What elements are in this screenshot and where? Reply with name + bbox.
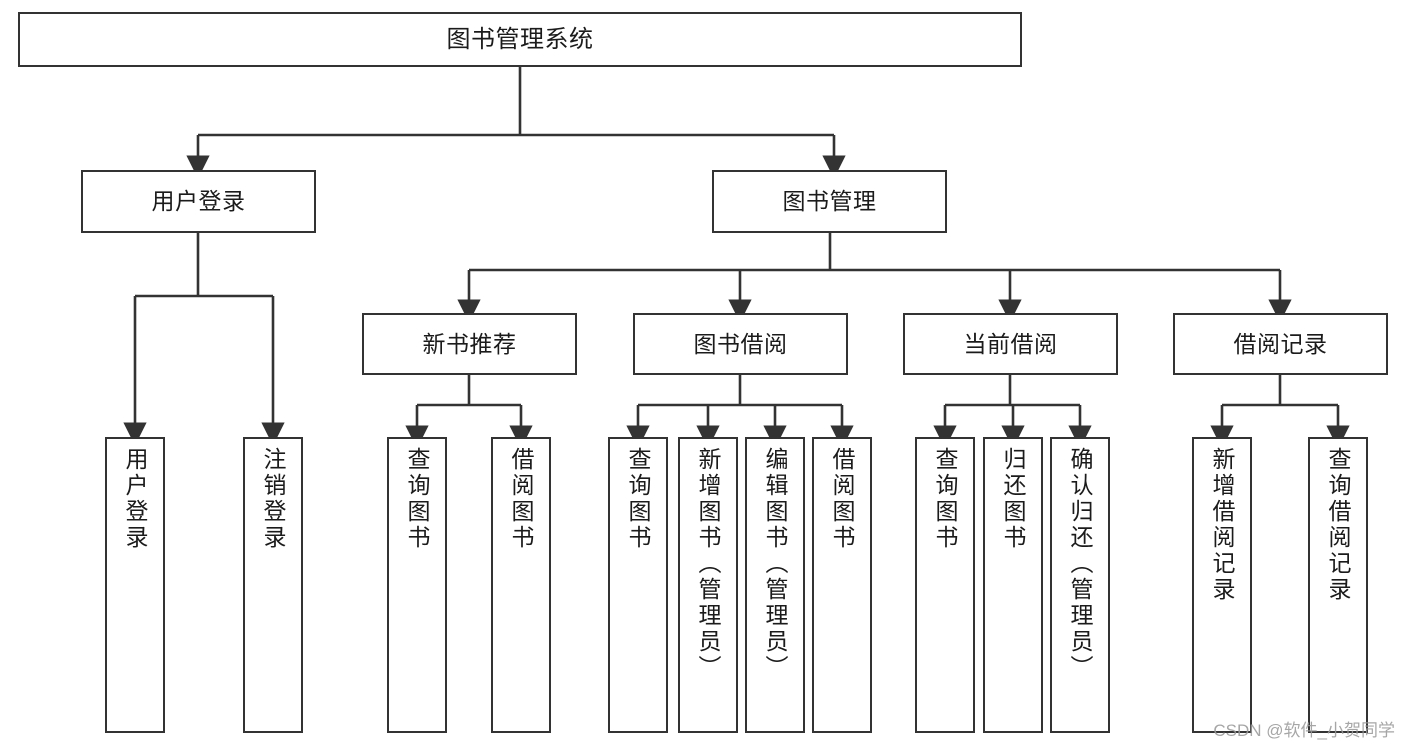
leaf-current-borrow-return[interactable]: 归还图书 (983, 437, 1043, 733)
leaf-current-borrow-query-label: 查询图书 (932, 447, 959, 551)
leaf-current-borrow-confirm-label: 确认归还（管理员） (1067, 447, 1094, 681)
node-book-borrow-label: 图书借阅 (693, 330, 788, 357)
node-root-system-label: 图书管理系统 (446, 25, 594, 53)
leaf-current-borrow-return-label: 归还图书 (1000, 447, 1027, 551)
leaf-book-borrow-edit[interactable]: 编辑图书（管理员） (745, 437, 805, 733)
leaf-user-login-login[interactable]: 用户登录 (105, 437, 165, 733)
node-current-borrow[interactable]: 当前借阅 (903, 313, 1118, 375)
leaf-book-borrow-add[interactable]: 新增图书（管理员） (678, 437, 738, 733)
leaf-current-borrow-query[interactable]: 查询图书 (915, 437, 975, 733)
node-borrow-record[interactable]: 借阅记录 (1173, 313, 1388, 375)
node-book-borrow[interactable]: 图书借阅 (633, 313, 848, 375)
leaf-current-borrow-confirm[interactable]: 确认归还（管理员） (1050, 437, 1110, 733)
node-root-system[interactable]: 图书管理系统 (18, 12, 1022, 67)
node-book-manage-label: 图书管理 (782, 188, 877, 215)
leaf-book-borrow-query-label: 查询图书 (625, 447, 652, 551)
node-new-book-recommend-label: 新书推荐 (422, 330, 517, 357)
leaf-book-borrow-add-label: 新增图书（管理员） (695, 447, 722, 681)
node-new-book-recommend[interactable]: 新书推荐 (362, 313, 577, 375)
node-user-login-label: 用户登录 (151, 188, 246, 215)
leaf-user-login-logout-label: 注销登录 (260, 447, 287, 551)
leaf-new-book-query-label: 查询图书 (404, 447, 431, 551)
leaf-user-login-login-label: 用户登录 (122, 447, 149, 551)
leaf-book-borrow-borrow[interactable]: 借阅图书 (812, 437, 872, 733)
node-book-manage[interactable]: 图书管理 (712, 170, 947, 233)
node-current-borrow-label: 当前借阅 (963, 330, 1058, 357)
leaf-book-borrow-edit-label: 编辑图书（管理员） (762, 447, 789, 681)
leaf-new-book-borrow-label: 借阅图书 (508, 447, 535, 551)
leaf-borrow-record-add-label: 新增借阅记录 (1209, 447, 1236, 603)
node-user-login[interactable]: 用户登录 (81, 170, 316, 233)
leaf-borrow-record-add[interactable]: 新增借阅记录 (1192, 437, 1252, 733)
leaf-book-borrow-borrow-label: 借阅图书 (829, 447, 856, 551)
node-borrow-record-label: 借阅记录 (1233, 330, 1328, 357)
leaf-book-borrow-query[interactable]: 查询图书 (608, 437, 668, 733)
leaf-new-book-borrow[interactable]: 借阅图书 (491, 437, 551, 733)
leaf-borrow-record-query[interactable]: 查询借阅记录 (1308, 437, 1368, 733)
leaf-new-book-query[interactable]: 查询图书 (387, 437, 447, 733)
leaf-borrow-record-query-label: 查询借阅记录 (1325, 447, 1352, 603)
leaf-user-login-logout[interactable]: 注销登录 (243, 437, 303, 733)
